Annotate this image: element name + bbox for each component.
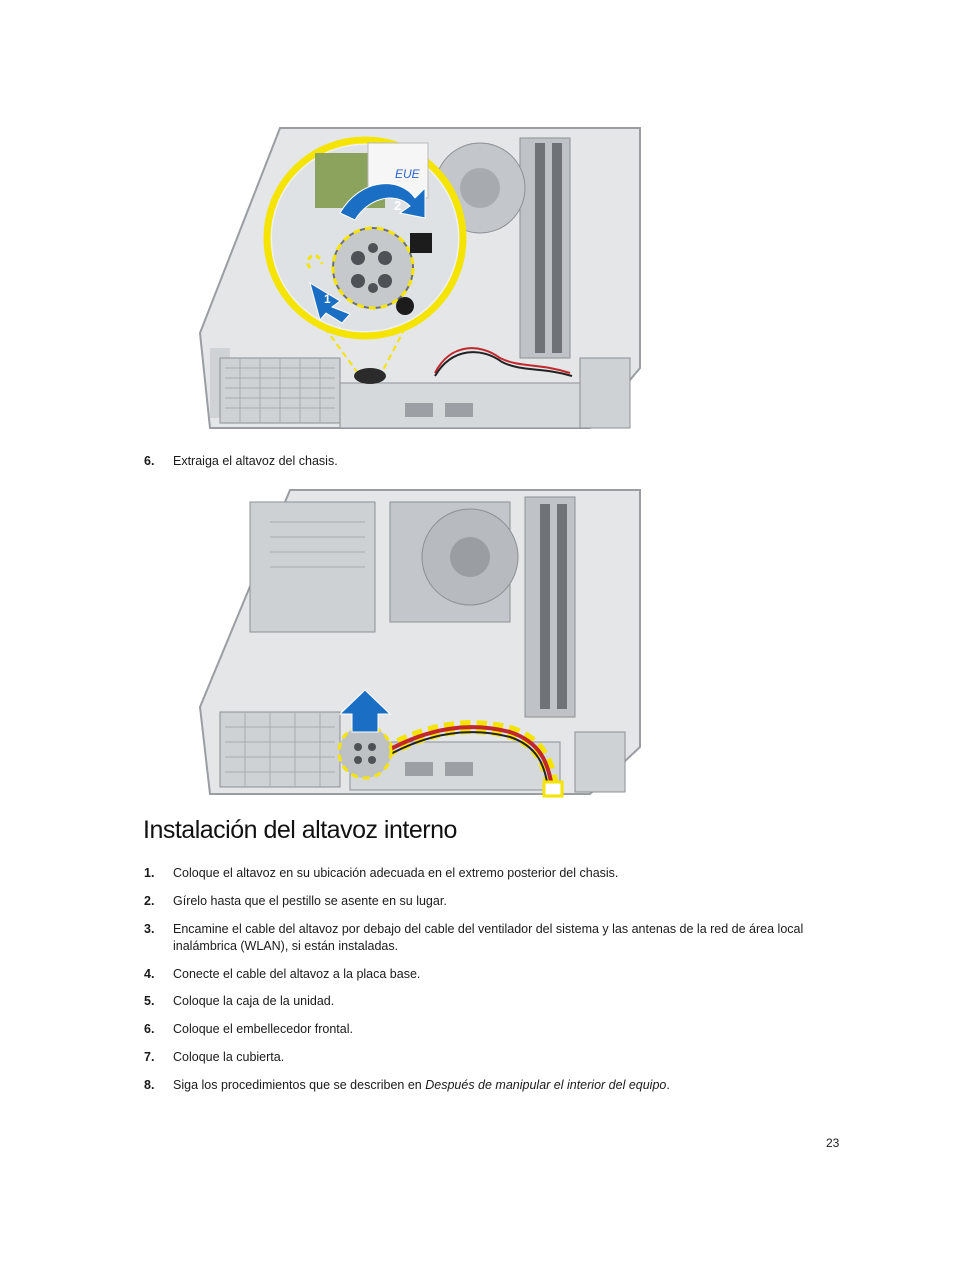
step-text-wrapper: Siga los procedimientos que se describen… [173,1077,843,1094]
figure-speaker-removal-callout: EUE 2 1 [190,118,650,443]
step-text-line2: inalámbrica (WLAN), si están instaladas. [173,939,399,953]
chassis-illustration-bottom [198,489,641,798]
step-number: 2. [144,894,155,908]
step-text: Siga los procedimientos que se describen… [173,1078,426,1092]
chassis-illustration-top: EUE 2 1 [198,127,641,429]
step-number: 5. [144,994,155,1008]
step-number: 3. [144,922,155,936]
arrow-1-label: 1 [324,292,331,306]
step-text: Encamine el cable del altavoz por debajo… [173,922,804,936]
page-number: 23 [826,1136,840,1150]
step-number: 1. [144,866,155,880]
step-text: Coloque la caja de la unidad. [173,994,335,1008]
cross-reference-link[interactable]: Después de manipular el interior del equ… [425,1078,667,1092]
section-title: Instalación del altavoz interno [143,816,457,844]
step-number: 6. [144,1022,155,1036]
step-text: Extraiga el altavoz del chasis. [173,454,338,468]
step-text-end: . [666,1078,670,1092]
step-text: Gírelo hasta que el pestillo se asente e… [173,894,447,908]
step-text: Coloque el altavoz en su ubicación adecu… [173,866,619,880]
figure-speaker-extracted [190,482,655,800]
step-text: Conecte el cable del altavoz a la placa … [173,967,421,981]
step-number: 4. [144,967,155,981]
step-number: 7. [144,1050,155,1064]
step-text: Coloque la cubierta. [173,1050,285,1064]
arrow-2-label: 2 [394,198,401,213]
sticker-text: EUE [395,167,421,181]
step-number: 8. [144,1078,155,1092]
step-number: 6. [144,454,155,468]
step-text: Coloque el embellecedor frontal. [173,1022,353,1036]
